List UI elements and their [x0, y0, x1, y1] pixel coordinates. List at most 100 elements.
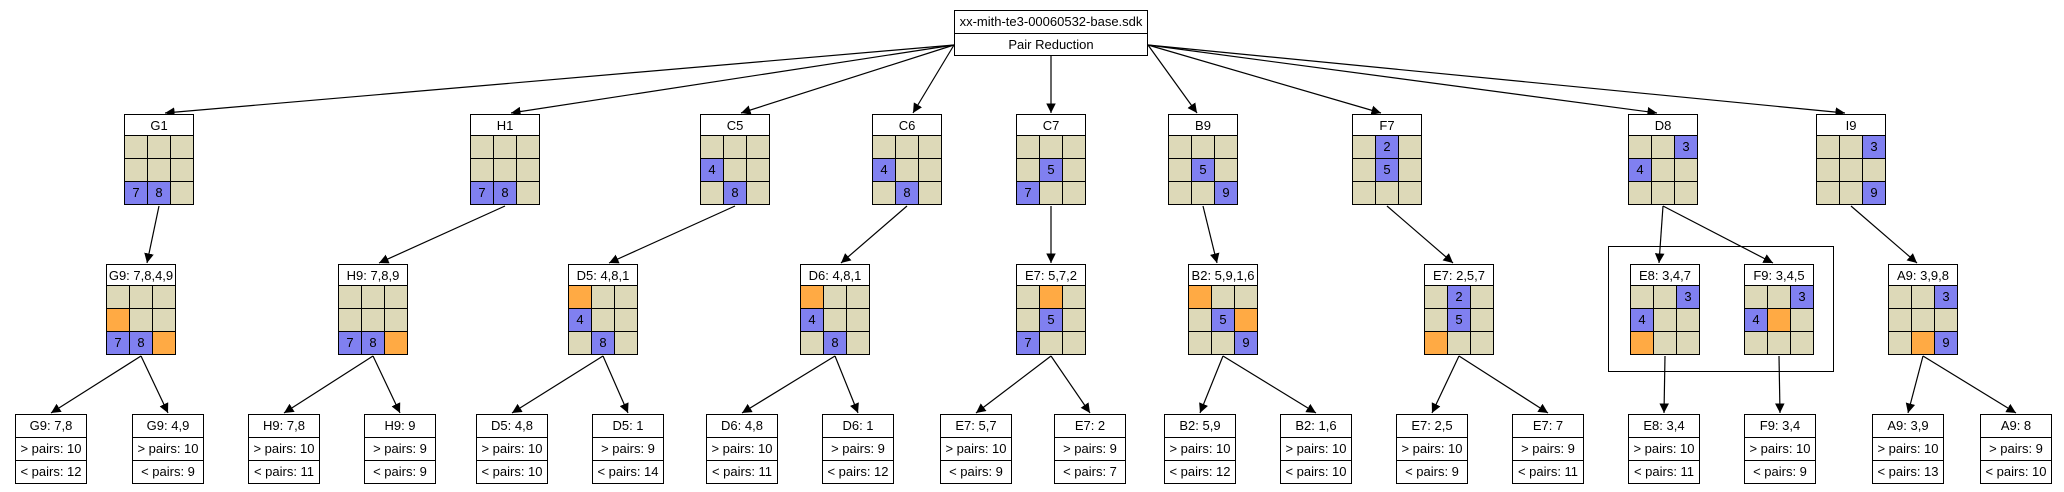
grid-cell: [471, 136, 493, 158]
leaf-node: G9: 4,9> pairs: 10< pairs: 9: [132, 414, 204, 484]
leaf-lt: < pairs: 11: [1513, 460, 1583, 483]
leaf-node: H9: 7,8> pairs: 10< pairs: 11: [248, 414, 320, 484]
tree-edge: [1147, 44, 1846, 117]
grid-cell: [1629, 182, 1651, 204]
grid-cell: [362, 309, 384, 331]
grid-cell: [1745, 286, 1767, 308]
leaf-node: E7: 5,7> pairs: 10< pairs: 9: [940, 414, 1012, 484]
grid-cell: [724, 136, 746, 158]
grid-cell: 5: [1376, 159, 1398, 181]
grid-cell: [701, 182, 723, 204]
tree-edge: [1458, 355, 1549, 414]
grid-cell: [1675, 182, 1697, 204]
leaf-lt: < pairs: 9: [1397, 460, 1467, 483]
leaf-gt: > pairs: 10: [707, 437, 777, 460]
grid-cell: [1353, 159, 1375, 181]
leaf-gt: > pairs: 10: [133, 437, 203, 460]
grid-cell: [1768, 286, 1790, 308]
grid-cell: [896, 159, 918, 181]
leaf-title: E7: 5,7: [955, 418, 997, 433]
grid-cell: 5: [1040, 159, 1062, 181]
grid-cell: [1017, 136, 1039, 158]
leaf-node: F9: 3,4> pairs: 10< pairs: 9: [1744, 414, 1816, 484]
level2-label: G9: 7,8,4,9: [106, 264, 176, 286]
grid-cell: [130, 286, 152, 308]
leaf-title: B2: 1,6: [1295, 418, 1337, 433]
leaf-title: E7: 7: [1532, 418, 1564, 433]
grid-cell: 8: [824, 332, 846, 354]
level1-label: H1: [470, 114, 540, 136]
leaf-title: H9: 9: [384, 418, 416, 433]
tree-edge: [912, 44, 955, 114]
level1-label: C6: [872, 114, 942, 136]
grid-cell: [1040, 286, 1062, 308]
grid-cell: [1425, 286, 1447, 308]
grid-cell: [1817, 159, 1839, 181]
level2-label: A9: 3,9,8: [1888, 264, 1958, 286]
tree-edge: [1202, 205, 1220, 264]
leaf-title: B2: 5,9: [1179, 418, 1221, 433]
grid-cell: [153, 332, 175, 354]
grid-cell: 3: [1677, 286, 1699, 308]
leaf-title: D6: 4,8: [721, 418, 763, 433]
tree-edge: [144, 205, 160, 264]
tree-edge: [840, 205, 908, 264]
grid-cell: [701, 136, 723, 158]
grid-cell: [824, 309, 846, 331]
grid-cell: [1889, 309, 1911, 331]
tree-edge: [1654, 205, 1665, 264]
leaf-gt: > pairs: 10: [1281, 437, 1351, 460]
tree-edge: [1147, 44, 1198, 114]
leaf-gt: > pairs: 9: [1055, 437, 1125, 460]
leaf-node: B2: 5,9> pairs: 10< pairs: 12: [1164, 414, 1236, 484]
grid-cell: [494, 159, 516, 181]
leaf-gt: > pairs: 10: [1165, 437, 1235, 460]
grid-cell: 8: [592, 332, 614, 354]
leaf-node: A9: 3,9> pairs: 10< pairs: 13: [1872, 414, 1944, 484]
tree-edge: [140, 355, 169, 414]
grid-cell: [130, 309, 152, 331]
level2-label: E7: 5,7,2: [1016, 264, 1086, 286]
grid-cell: [1448, 332, 1470, 354]
grid-cell: [1817, 182, 1839, 204]
grid-cell: 2: [1376, 136, 1398, 158]
grid-cell: [1629, 136, 1651, 158]
grid-cell: [847, 332, 869, 354]
tree-edge: [1905, 355, 1924, 414]
grid-cell: [171, 182, 193, 204]
grid-cell: [569, 332, 591, 354]
grid-cell: [1063, 182, 1085, 204]
grid-cell: 2: [1448, 286, 1470, 308]
grid-cell: [1791, 332, 1813, 354]
leaf-gt: > pairs: 10: [941, 437, 1011, 460]
grid-cell: [1040, 332, 1062, 354]
grid-cell: [1040, 182, 1062, 204]
level2-label: F9: 3,4,5: [1744, 264, 1814, 286]
grid-cell: [747, 182, 769, 204]
grid-cell: 8: [494, 182, 516, 204]
grid-cell: [107, 309, 129, 331]
leaf-lt: < pairs: 10: [1281, 460, 1351, 483]
grid-cell: [1235, 286, 1257, 308]
grid-cell: [801, 332, 823, 354]
grid-cell: 4: [1629, 159, 1651, 181]
leaf-node: E8: 3,4> pairs: 10< pairs: 11: [1628, 414, 1700, 484]
grid-cell: [1212, 286, 1234, 308]
level1-label: I9: [1816, 114, 1886, 136]
leaf-gt: > pairs: 10: [16, 437, 86, 460]
